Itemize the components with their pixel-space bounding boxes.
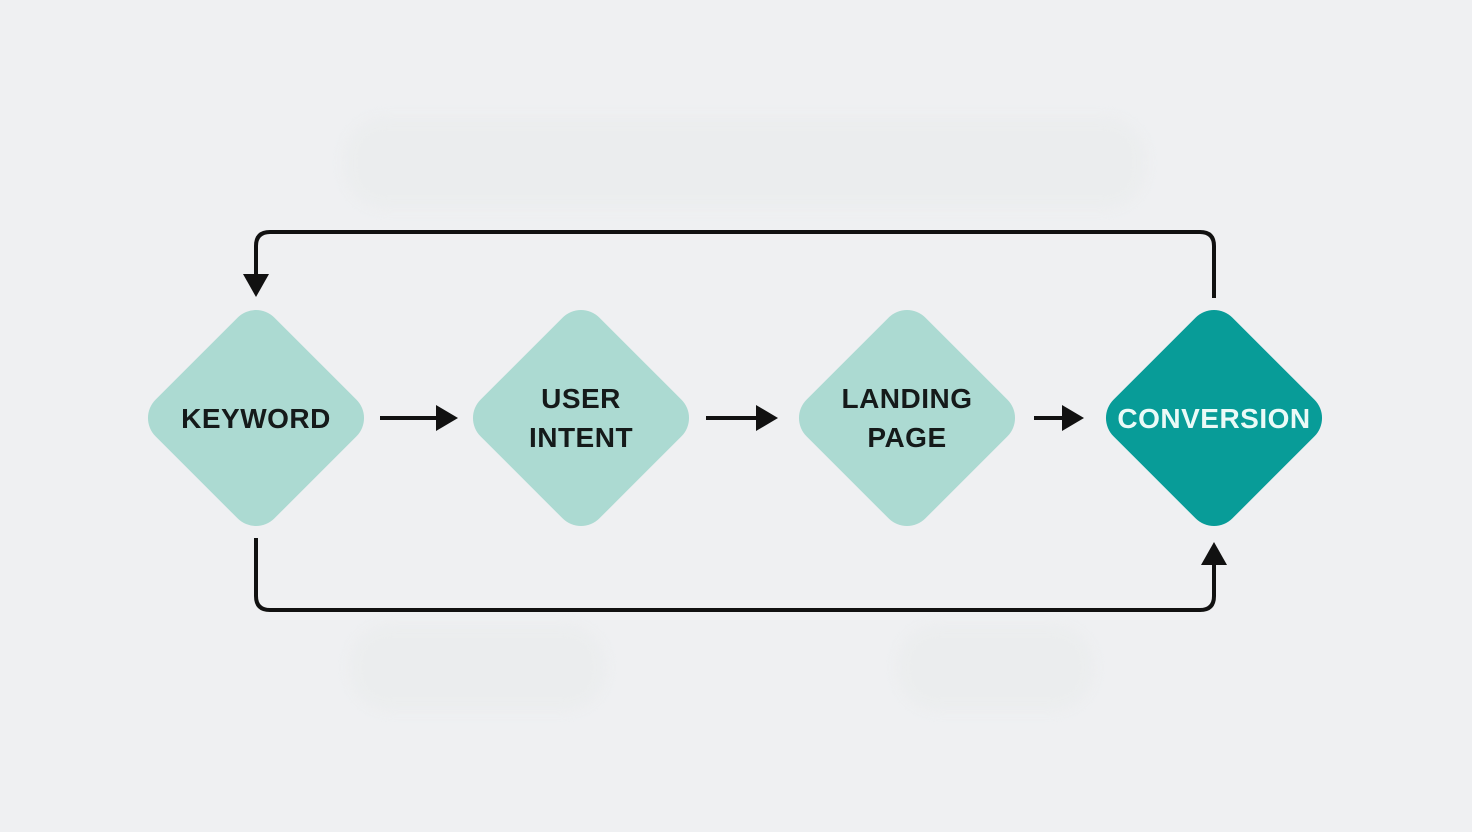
node-landing-page-label-line-1: LANDING bbox=[841, 383, 973, 414]
node-landing-page-label-line-2: PAGE bbox=[867, 422, 947, 453]
node-keyword-label-line-1: KEYWORD bbox=[181, 402, 331, 434]
blurred-caption-left-placeholder bbox=[350, 625, 605, 710]
node-conversion: CONVERSION bbox=[1094, 298, 1334, 538]
node-conversion-label-line-1: CONVERSION bbox=[1117, 402, 1311, 434]
node-user-intent-label: USER INTENT bbox=[461, 298, 701, 538]
blurred-title-placeholder bbox=[345, 118, 1145, 208]
loop-top-arrowhead bbox=[243, 274, 269, 297]
node-keyword: KEYWORD bbox=[136, 298, 376, 538]
node-user-intent-label-line-1: USER bbox=[541, 383, 621, 414]
arrow-keyword-to-user-intent-head bbox=[436, 405, 458, 431]
loop-bottom-arrowhead bbox=[1201, 542, 1227, 565]
blurred-caption-right-placeholder bbox=[898, 625, 1093, 710]
node-landing-page: LANDING PAGE bbox=[787, 298, 1027, 538]
loop-top-connector bbox=[254, 230, 1216, 298]
node-conversion-label: CONVERSION bbox=[1094, 298, 1334, 538]
node-user-intent-label-line-2: INTENT bbox=[528, 422, 634, 453]
arrow-landing-page-to-conversion-head bbox=[1062, 405, 1084, 431]
node-user-intent: USER INTENT bbox=[461, 298, 701, 538]
loop-bottom-connector bbox=[254, 538, 1216, 612]
arrow-user-intent-to-landing-page-head bbox=[756, 405, 778, 431]
node-landing-page-label: LANDING PAGE bbox=[787, 298, 1027, 538]
node-keyword-label: KEYWORD bbox=[136, 298, 376, 538]
